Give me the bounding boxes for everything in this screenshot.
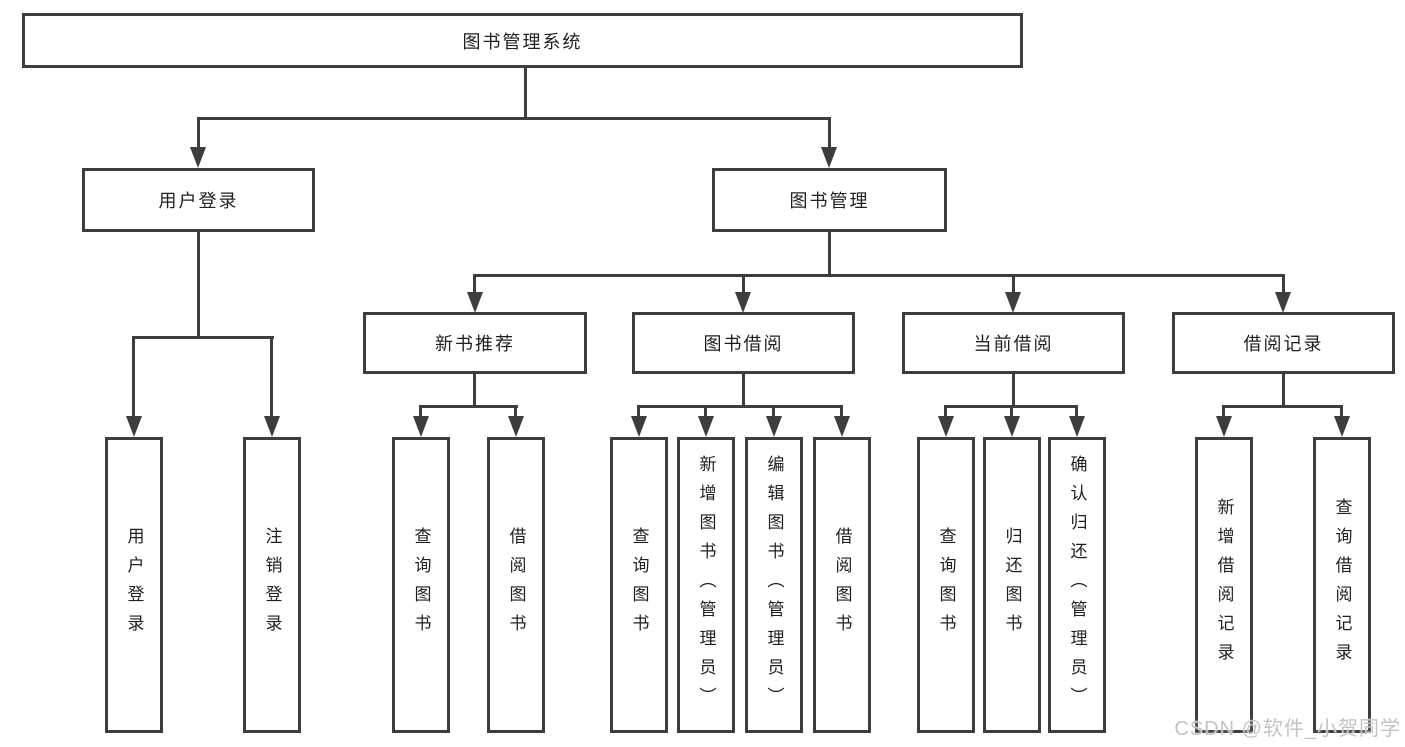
arrow-down-icon bbox=[766, 416, 782, 437]
node-root-label: 图书管理系统 bbox=[462, 31, 583, 52]
leaf-label: 用户登录 bbox=[124, 527, 144, 643]
arrow-down-icon bbox=[1216, 416, 1232, 437]
node-book-management: 图书管理 bbox=[712, 168, 947, 232]
connector-line bbox=[197, 232, 200, 339]
connector-line bbox=[1340, 405, 1343, 419]
connector-line bbox=[1282, 374, 1285, 408]
arrow-down-icon bbox=[1005, 292, 1021, 313]
arrow-down-icon bbox=[1069, 416, 1085, 437]
node-new-book-recommend: 新书推荐 bbox=[363, 312, 587, 374]
leaf-query-books-current: 查询图书 bbox=[917, 437, 975, 733]
connector-line bbox=[944, 405, 947, 419]
connector-line bbox=[473, 274, 476, 296]
node-book-management-label: 图书管理 bbox=[789, 191, 870, 211]
node-new-book-recommend-label: 新书推荐 bbox=[435, 334, 515, 354]
arrow-down-icon bbox=[126, 416, 142, 437]
leaf-return-books: 归还图书 bbox=[983, 437, 1041, 733]
node-root: 图书管理系统 bbox=[22, 13, 1023, 68]
node-borrow-records-label: 借阅记录 bbox=[1243, 334, 1324, 354]
leaf-add-books-admin: 新增图书（管理员） bbox=[677, 437, 735, 733]
leaf-label: 查询图书 bbox=[411, 527, 431, 643]
connector-line bbox=[742, 274, 745, 296]
leaf-label: 借阅图书 bbox=[506, 527, 526, 643]
arrow-down-icon bbox=[190, 147, 206, 168]
csdn-watermark: CSDN @软件_小贺同学 bbox=[1174, 718, 1401, 740]
leaf-logout: 注销登录 bbox=[243, 437, 301, 733]
node-current-borrow: 当前借阅 bbox=[902, 312, 1125, 374]
connector-line bbox=[132, 336, 274, 339]
leaf-label: 新增借阅记录 bbox=[1214, 498, 1234, 672]
connector-line bbox=[637, 405, 640, 419]
connector-line bbox=[419, 405, 518, 408]
leaf-edit-books-admin: 编辑图书（管理员） bbox=[745, 437, 803, 733]
arrow-down-icon bbox=[264, 416, 280, 437]
arrow-down-icon bbox=[834, 416, 850, 437]
connector-line bbox=[840, 405, 843, 419]
arrow-down-icon bbox=[508, 416, 524, 437]
arrow-down-icon bbox=[821, 147, 837, 168]
leaf-label: 查询图书 bbox=[936, 527, 956, 643]
connector-line bbox=[772, 405, 775, 419]
node-user-login-label: 用户登录 bbox=[158, 191, 239, 211]
arrow-down-icon bbox=[467, 292, 483, 313]
connector-line bbox=[1012, 274, 1015, 296]
connector-line bbox=[473, 374, 476, 408]
leaf-add-borrow-record: 新增借阅记录 bbox=[1195, 437, 1253, 733]
connector-line bbox=[197, 117, 831, 120]
connector-line bbox=[1222, 405, 1225, 419]
connector-line bbox=[524, 68, 527, 120]
arrow-down-icon bbox=[698, 416, 714, 437]
connector-line bbox=[1075, 405, 1078, 419]
connector-line bbox=[828, 232, 831, 277]
leaf-label: 新增图书（管理员） bbox=[696, 454, 716, 716]
arrow-down-icon bbox=[1275, 292, 1291, 313]
connector-line bbox=[270, 336, 273, 419]
leaf-confirm-return-admin: 确认归还（管理员） bbox=[1048, 437, 1106, 733]
connector-line bbox=[1282, 274, 1285, 296]
leaf-label: 查询图书 bbox=[629, 527, 649, 643]
leaf-borrow-books: 借阅图书 bbox=[813, 437, 871, 733]
arrow-down-icon bbox=[938, 416, 954, 437]
connector-line bbox=[132, 336, 135, 419]
connector-line bbox=[1010, 405, 1013, 419]
connector-line bbox=[742, 374, 745, 408]
connector-line bbox=[1012, 374, 1015, 408]
connector-line bbox=[1222, 405, 1343, 408]
arrow-down-icon bbox=[1004, 416, 1020, 437]
arrow-down-icon bbox=[735, 292, 751, 313]
leaf-borrow-books-recommend: 借阅图书 bbox=[487, 437, 545, 733]
node-borrow-records: 借阅记录 bbox=[1172, 312, 1395, 374]
connector-line bbox=[828, 117, 831, 150]
arrow-down-icon bbox=[413, 416, 429, 437]
arrow-down-icon bbox=[631, 416, 647, 437]
leaf-label: 归还图书 bbox=[1002, 527, 1022, 643]
connector-line bbox=[514, 405, 517, 419]
connector-line bbox=[419, 405, 422, 419]
leaf-label: 编辑图书（管理员） bbox=[764, 454, 784, 716]
node-book-borrow-label: 图书借阅 bbox=[703, 334, 784, 354]
leaf-label: 确认归还（管理员） bbox=[1067, 454, 1087, 716]
node-user-login: 用户登录 bbox=[82, 168, 315, 232]
connector-line bbox=[637, 405, 843, 408]
connector-line bbox=[197, 117, 200, 150]
node-book-borrow: 图书借阅 bbox=[632, 312, 855, 374]
connector-line bbox=[473, 274, 1285, 277]
arrow-down-icon bbox=[1334, 416, 1350, 437]
leaf-query-books-recommend: 查询图书 bbox=[392, 437, 450, 733]
leaf-label: 注销登录 bbox=[262, 527, 282, 643]
leaf-query-borrow-record: 查询借阅记录 bbox=[1313, 437, 1371, 733]
leaf-label: 查询借阅记录 bbox=[1332, 498, 1352, 672]
leaf-label: 借阅图书 bbox=[832, 527, 852, 643]
connector-line bbox=[704, 405, 707, 419]
leaf-query-books-borrow: 查询图书 bbox=[610, 437, 668, 733]
node-current-borrow-label: 当前借阅 bbox=[973, 334, 1054, 354]
leaf-user-login: 用户登录 bbox=[105, 437, 163, 733]
